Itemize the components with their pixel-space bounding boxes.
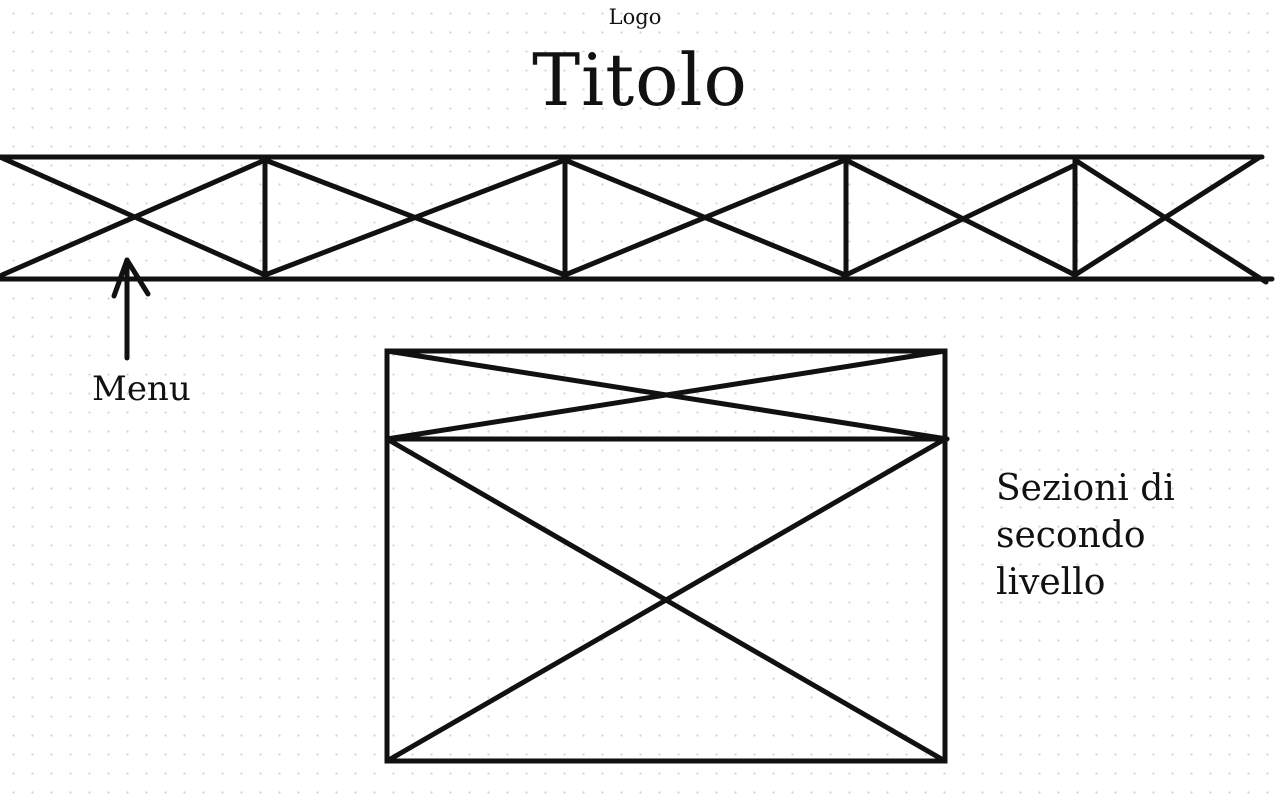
placeholder-cross-line	[1072, 154, 1263, 278]
arrow-head-right	[124, 257, 151, 297]
content-header-placeholder	[384, 348, 950, 442]
arrow-head-left	[111, 257, 130, 299]
logo-label: Logo	[608, 5, 662, 29]
menu-annotation-label: Menu	[92, 369, 191, 409]
content-body-placeholder	[384, 436, 948, 764]
content-section-frame	[384, 348, 948, 764]
menu-item-placeholder-5	[1072, 154, 1269, 285]
placeholder-cross-line	[843, 162, 1078, 278]
placeholder-cross-line	[562, 157, 848, 278]
page-title: Titolo	[532, 38, 748, 122]
content-section	[384, 348, 950, 764]
placeholder-cross-line	[1072, 157, 1269, 285]
placeholder-cross-line	[384, 436, 948, 764]
second-level-sections-annotation: Sezioni di secondo livello	[996, 468, 1175, 603]
menu-item-placeholder-1	[0, 154, 268, 280]
placeholder-cross-line	[384, 348, 948, 442]
menu-bar	[0, 154, 1275, 285]
menu-item-placeholder-4	[843, 154, 1078, 280]
menu-item-placeholder-2	[262, 154, 568, 280]
menu-pointer-arrow-icon	[111, 257, 151, 361]
placeholder-cross-line	[262, 157, 568, 278]
menu-item-placeholder-3	[562, 154, 849, 280]
placeholder-cross-line	[0, 157, 268, 278]
